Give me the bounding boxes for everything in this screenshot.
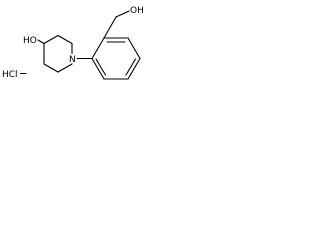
atom-label-ho: HO xyxy=(23,36,37,46)
bond-c6-c5 xyxy=(43,63,59,73)
atom-label-n: N xyxy=(69,55,76,65)
bond-b3-b4 xyxy=(127,37,141,60)
bond-c4-oh xyxy=(37,39,45,45)
double-bond-b6-b1 xyxy=(95,58,107,76)
bond-b1-b2 xyxy=(91,37,105,60)
bond-n-c6 xyxy=(57,63,73,73)
bond-b6-b1 xyxy=(91,57,105,80)
bond-ch2-oh xyxy=(115,10,130,18)
double-bond-b4-b5 xyxy=(125,58,137,76)
bond-c4-c3 xyxy=(43,34,59,45)
bond-b2-ch2 xyxy=(103,16,117,39)
bond-b4-b5 xyxy=(127,57,141,80)
salt-label-hcl: HCl xyxy=(2,70,18,80)
atom-label-oh: OH xyxy=(130,6,144,16)
chemical-structure: HO N OH HCl xyxy=(2,6,144,80)
benzene-ring xyxy=(91,37,141,80)
piperidine-ring xyxy=(43,34,73,73)
bond-c3-c2 xyxy=(57,34,73,45)
